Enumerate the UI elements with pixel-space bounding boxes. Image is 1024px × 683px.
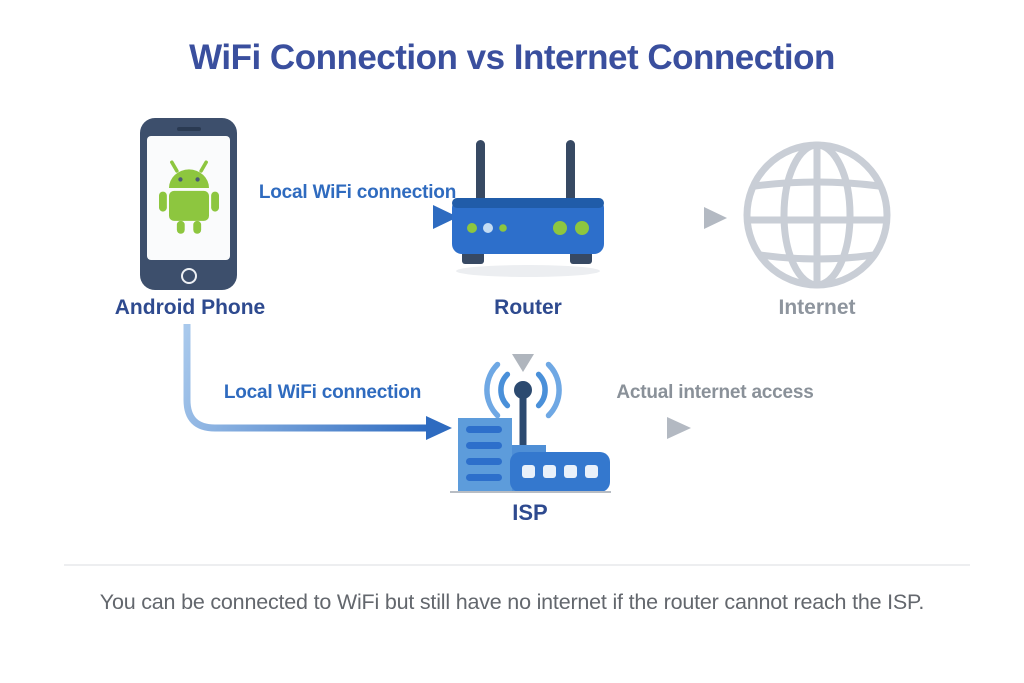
isp-building-icon bbox=[450, 361, 611, 493]
isp-outbound-label: Actual internet access bbox=[616, 382, 814, 403]
phone-to-router-label: Local WiFi connection bbox=[258, 182, 457, 203]
isp-label: ISP bbox=[512, 500, 548, 525]
phone-screen bbox=[147, 136, 230, 260]
internet-label: Internet bbox=[778, 296, 856, 319]
phone-home-button bbox=[180, 268, 197, 284]
router-to-internet-arrow bbox=[596, 207, 727, 229]
divider-line bbox=[64, 564, 970, 566]
antenna-waves-icon bbox=[484, 361, 562, 419]
phone-to-isp-arrow bbox=[183, 324, 452, 440]
isp-outbound-arrow bbox=[587, 417, 691, 439]
router-icon bbox=[452, 140, 604, 277]
android-robot-icon bbox=[158, 160, 219, 234]
android-phone-icon bbox=[140, 118, 237, 290]
router-to-isp-arrow bbox=[512, 322, 534, 372]
phone-speaker-slot bbox=[176, 127, 201, 131]
globe-icon bbox=[743, 141, 891, 289]
router-label: Router bbox=[494, 296, 562, 319]
page-title: WiFi Connection vs Internet Connection bbox=[189, 38, 835, 77]
footer-note: You can be connected to WiFi but still h… bbox=[99, 590, 925, 614]
phone-to-router-arrow bbox=[238, 205, 458, 229]
phone-to-isp-label: Local WiFi connection bbox=[223, 382, 422, 403]
phone-label: Android Phone bbox=[114, 296, 266, 319]
